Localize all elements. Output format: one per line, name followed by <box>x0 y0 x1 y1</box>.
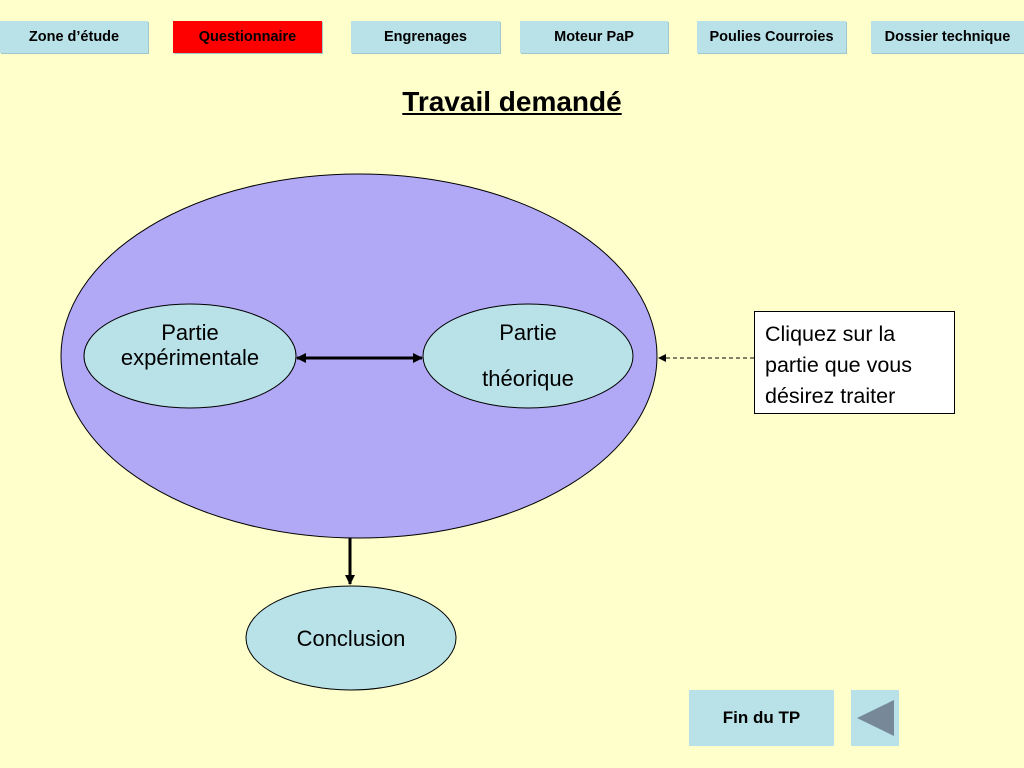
tab-engrenages[interactable]: Engrenages <box>351 21 500 53</box>
fin-du-tp-button[interactable]: Fin du TP <box>689 690 834 746</box>
node-experimental-line1: Partie <box>161 320 219 345</box>
tab-moteur-pap[interactable]: Moteur PaP <box>520 21 668 53</box>
node-theorique-line1: Partie <box>499 320 557 345</box>
node-theorique-label[interactable]: Partie théorique <box>423 320 633 391</box>
tab-dossier-technique[interactable]: Dossier technique <box>871 21 1024 53</box>
hint-box: Cliquez sur la partie que vous désirez t… <box>754 311 955 414</box>
node-theorique-line2: théorique <box>482 366 574 391</box>
back-button[interactable] <box>851 690 899 746</box>
node-experimental-label[interactable]: Partie expérimentale <box>84 320 296 370</box>
node-conclusion[interactable] <box>245 585 457 691</box>
node-theorique[interactable] <box>422 303 634 409</box>
triangle-left-icon <box>857 700 894 736</box>
tab-zone-etude[interactable]: Zone d’étude <box>0 21 148 53</box>
page-title: Travail demandé <box>402 86 622 117</box>
tab-poulies-courroies[interactable]: Poulies Courroies <box>697 21 846 53</box>
tab-questionnaire[interactable]: Questionnaire <box>173 21 322 53</box>
node-experimental-line2: expérimentale <box>120 345 260 370</box>
node-conclusion-label[interactable]: Conclusion <box>296 626 406 651</box>
